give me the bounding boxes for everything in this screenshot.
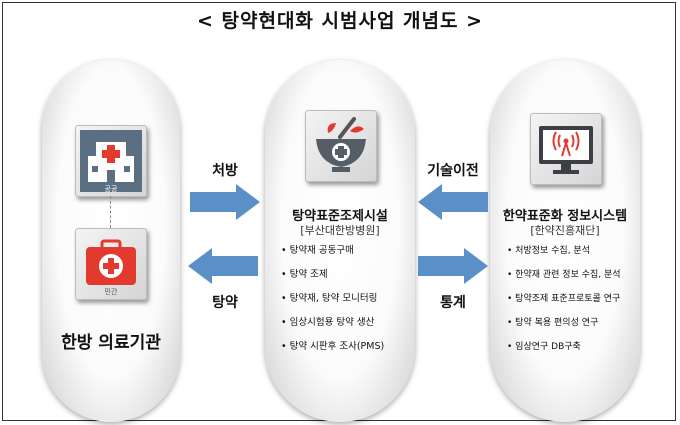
mortar-pestle-icon bbox=[316, 117, 366, 172]
private-clinic-tile: 민간 bbox=[75, 228, 147, 300]
list-item: 탕약 복용 편의성 연구 bbox=[507, 316, 621, 340]
hospital-icon bbox=[80, 130, 142, 192]
list-item: 탕약조제 표준프로토콜 연구 bbox=[507, 292, 621, 316]
center-subtitle: [부산대한방병원] bbox=[300, 224, 380, 237]
left-arrow-icon bbox=[418, 184, 488, 220]
list-item: 한약재 관련 정보 수집, 분석 bbox=[507, 268, 620, 292]
right-arrow-icon bbox=[190, 184, 260, 220]
public-label: 공공 bbox=[104, 185, 118, 193]
list-item: 탕약 시판후 조사(PMS) bbox=[281, 340, 385, 364]
left-arrow-icon bbox=[188, 248, 258, 284]
left-name: 한방 의료기관 bbox=[61, 333, 161, 353]
tile-connector bbox=[110, 196, 111, 228]
list-item: 탕약재, 탕약 모니터링 bbox=[281, 292, 384, 316]
list-item: 처방정보 수집, 분석 bbox=[507, 244, 621, 268]
prescription-label: 처방 bbox=[212, 163, 238, 179]
right-name: 한약표준화 정보시스템 bbox=[502, 209, 628, 224]
info-system-tile bbox=[530, 113, 602, 185]
center-list: 탕약재 공동구매 탕약 조제 탕약재, 탕약 모니터링 임상시험용 탕약 생산 … bbox=[281, 244, 385, 364]
list-item: 탕약 조제 bbox=[281, 268, 384, 292]
public-hospital-tile: 공공 bbox=[75, 125, 147, 197]
center-name: 탕약표준조제시설 bbox=[292, 209, 388, 224]
decoction-facility-tile bbox=[305, 110, 377, 182]
right-arrow-icon bbox=[418, 248, 488, 284]
list-item: 임상시험용 탕약 생산 bbox=[281, 316, 384, 340]
private-label: 민간 bbox=[104, 288, 118, 296]
right-subtitle: [한약진흥재단] bbox=[530, 224, 600, 237]
right-list: 처방정보 수집, 분석 한약재 관련 정보 수집, 분석 탕약조제 표준프로토콜… bbox=[507, 244, 621, 364]
medical-kit-icon bbox=[86, 239, 136, 285]
list-item: 임상연구 DB구축 bbox=[507, 340, 621, 364]
decoction-label: 탕약 bbox=[212, 295, 238, 311]
diagram-title: < 탕약현대화 시범사업 개념도 > bbox=[196, 10, 484, 32]
monitor-broadcast-icon bbox=[539, 126, 593, 174]
tech-transfer-label: 기술이전 bbox=[427, 163, 479, 179]
list-item: 탕약재 공동구매 bbox=[281, 244, 384, 268]
statistics-label: 통계 bbox=[440, 295, 466, 311]
